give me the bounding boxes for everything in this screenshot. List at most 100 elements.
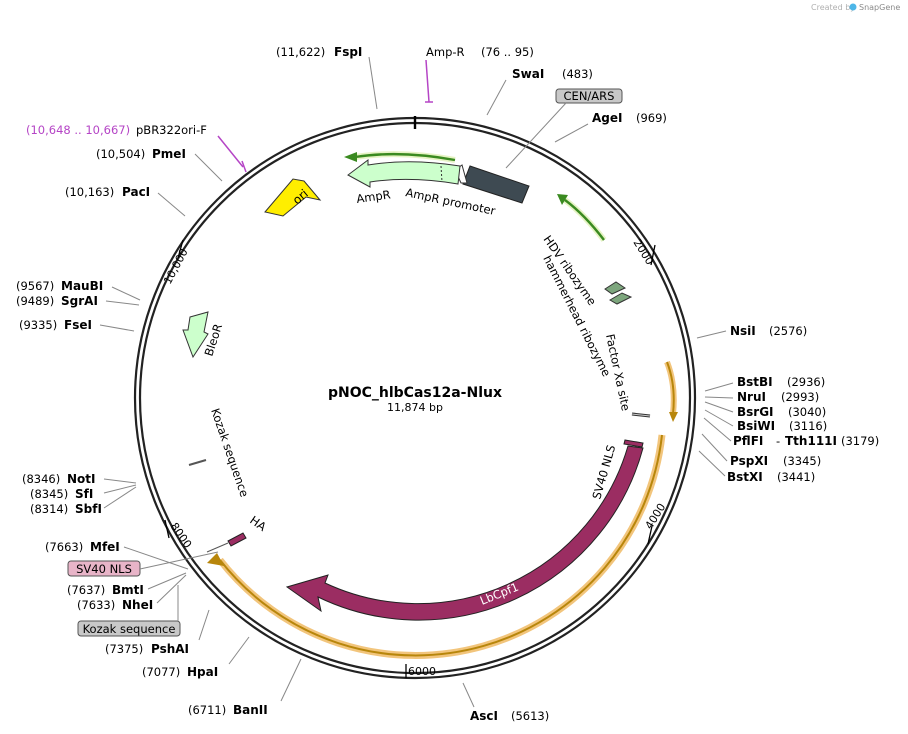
kozak-inner-tick bbox=[206, 542, 229, 553]
enzyme-nrui-pos: (2993) bbox=[781, 390, 819, 404]
cen-ars-box[interactable] bbox=[555, 88, 623, 104]
ori-arrow[interactable] bbox=[264, 178, 322, 217]
enzyme-mfei-name[interactable]: MfeI bbox=[90, 540, 120, 554]
enzyme-fsei-name[interactable]: FseI bbox=[64, 318, 92, 332]
enzyme-bsrgi-name[interactable]: BsrGI bbox=[737, 405, 774, 419]
snapgene-logo-icon bbox=[849, 3, 857, 11]
lbcpf1-arrow[interactable] bbox=[285, 445, 644, 621]
enzyme-agei-name[interactable]: AgeI bbox=[592, 111, 622, 125]
enzyme-pshai-name[interactable]: PshAI bbox=[151, 642, 189, 656]
enzyme-tth111i-name[interactable]: Tth111I bbox=[785, 434, 837, 448]
hpai-leader bbox=[228, 636, 250, 665]
orf-right-line bbox=[666, 361, 675, 415]
enzyme-pmei-pos: (10,504) bbox=[96, 147, 145, 161]
enzyme-pspxi-name[interactable]: PspXI bbox=[730, 454, 768, 468]
enzyme-hpai-name[interactable]: HpaI bbox=[187, 665, 218, 679]
enzyme-pflfi-separator: - bbox=[776, 434, 780, 448]
enzyme-swai-pos: (483) bbox=[562, 67, 593, 81]
ha-label: HA bbox=[247, 513, 269, 534]
mfei-leader bbox=[123, 546, 189, 570]
green-orf-2-line bbox=[564, 199, 605, 241]
plasmid-name: pNOC_hlbCas12a-Nlux bbox=[328, 385, 502, 401]
enzyme-swai-name[interactable]: SwaI bbox=[512, 67, 544, 81]
enzyme-sgrai-name[interactable]: SgrAI bbox=[61, 294, 98, 308]
orf-main-head bbox=[207, 553, 224, 566]
enzyme-bstbi-name[interactable]: BstBI bbox=[737, 375, 773, 389]
enzyme-bmti-name[interactable]: BmtI bbox=[112, 583, 144, 597]
enzyme-agei-pos: (969) bbox=[636, 111, 667, 125]
bsrgi-leader bbox=[704, 401, 734, 413]
enzyme-nrui-name[interactable]: NruI bbox=[737, 390, 766, 404]
pflfi-leader bbox=[703, 417, 732, 442]
enzyme-bstxi-name[interactable]: BstXI bbox=[727, 470, 763, 484]
enzyme-sfi-pos: (8345) bbox=[30, 487, 68, 501]
bmti-leader bbox=[147, 572, 187, 590]
enzyme-bmti-pos: (7637) bbox=[67, 583, 105, 597]
hdv-ribozyme-feature[interactable] bbox=[604, 281, 627, 295]
enzyme-bstxi-pos: (3441) bbox=[777, 470, 815, 484]
amp-r-primer-range: (76 .. 95) bbox=[481, 45, 534, 59]
tick-10000-mark bbox=[177, 239, 184, 259]
enzyme-sgrai-pos: (9489) bbox=[16, 294, 54, 308]
cen-ars-label: CEN/ARS bbox=[564, 89, 615, 103]
factor-xa-core bbox=[631, 413, 651, 417]
banii-leader bbox=[280, 658, 302, 702]
enzyme-sbfi-name[interactable]: SbfI bbox=[75, 502, 102, 516]
tick-10000-label: 10,000 bbox=[161, 246, 191, 286]
nhei-leader bbox=[156, 574, 187, 604]
enzyme-bsiwi-name[interactable]: BsiWI bbox=[737, 419, 775, 433]
enzyme-maubi-name[interactable]: MauBI bbox=[61, 279, 103, 293]
ampr-orf-line bbox=[354, 152, 456, 162]
enzyme-leader-lines bbox=[99, 56, 734, 708]
hammerhead-ribozyme-feature[interactable] bbox=[609, 292, 633, 305]
noti-leader bbox=[103, 478, 137, 484]
enzyme-noti-name[interactable]: NotI bbox=[67, 472, 96, 486]
enzyme-pflfi-name[interactable]: PflFI bbox=[733, 434, 763, 448]
tick-4000-mark bbox=[647, 525, 653, 545]
enzyme-sfi-name[interactable]: SfI bbox=[75, 487, 93, 501]
tick-8000-mark bbox=[164, 519, 170, 539]
tick-marks bbox=[164, 239, 656, 678]
bleor-arrow[interactable] bbox=[182, 311, 209, 359]
ampr-arrow[interactable] bbox=[347, 159, 461, 188]
asci-leader bbox=[462, 682, 475, 708]
enzyme-noti-pos: (8346) bbox=[22, 472, 60, 486]
tick-2000-mark bbox=[650, 244, 656, 266]
maubi-leader bbox=[111, 286, 141, 301]
amp-r-primer-mark bbox=[425, 59, 433, 103]
enzyme-paci-name[interactable]: PacI bbox=[122, 185, 150, 199]
plasmid-size: 11,874 bp bbox=[387, 401, 443, 414]
enzyme-nhei-name[interactable]: NheI bbox=[122, 598, 153, 612]
enzyme-fsei-pos: (9335) bbox=[19, 318, 57, 332]
kozak-marker bbox=[188, 459, 207, 466]
pbr322ori-f-primer-range: (10,648 .. 10,667) bbox=[26, 123, 130, 137]
ampr-orf-head bbox=[344, 152, 357, 162]
enzyme-pmei-name[interactable]: PmeI bbox=[152, 147, 186, 161]
kozak-box[interactable] bbox=[77, 620, 181, 637]
sv40-nls-box-label: SV40 NLS bbox=[76, 562, 132, 576]
enzyme-nsii-pos: (2576) bbox=[769, 324, 807, 338]
bstxi-leader bbox=[698, 450, 726, 477]
enzyme-banii-name[interactable]: BanII bbox=[233, 703, 268, 717]
enzyme-pshai-pos: (7375) bbox=[105, 642, 143, 656]
enzyme-nsii-name[interactable]: NsiI bbox=[730, 324, 756, 338]
orf-main-line bbox=[219, 434, 663, 657]
paci-leader bbox=[157, 192, 186, 217]
enzyme-fspi-name[interactable]: FspI bbox=[334, 45, 362, 59]
enzyme-fspi-pos: (11,622) bbox=[276, 45, 325, 59]
enzyme-asci-name[interactable]: AscI bbox=[470, 709, 498, 723]
sv40-nls-feature[interactable] bbox=[623, 439, 644, 448]
orf-right-head bbox=[669, 412, 678, 422]
nsii-leader bbox=[696, 330, 727, 339]
credit-prefix: Created by bbox=[811, 3, 855, 12]
pspxi-leader bbox=[701, 433, 728, 462]
enzyme-paci-pos: (10,163) bbox=[65, 185, 114, 199]
kozak-label: Kozak sequence bbox=[208, 406, 251, 498]
ampr-promoter-feature[interactable] bbox=[462, 165, 530, 204]
pbr322ori-f-primer-name: pBR322ori-F bbox=[136, 123, 207, 137]
ha-tag-feature[interactable] bbox=[227, 532, 247, 547]
sv40-nls-box-leader bbox=[139, 551, 219, 570]
bstbi-leader bbox=[704, 382, 734, 392]
